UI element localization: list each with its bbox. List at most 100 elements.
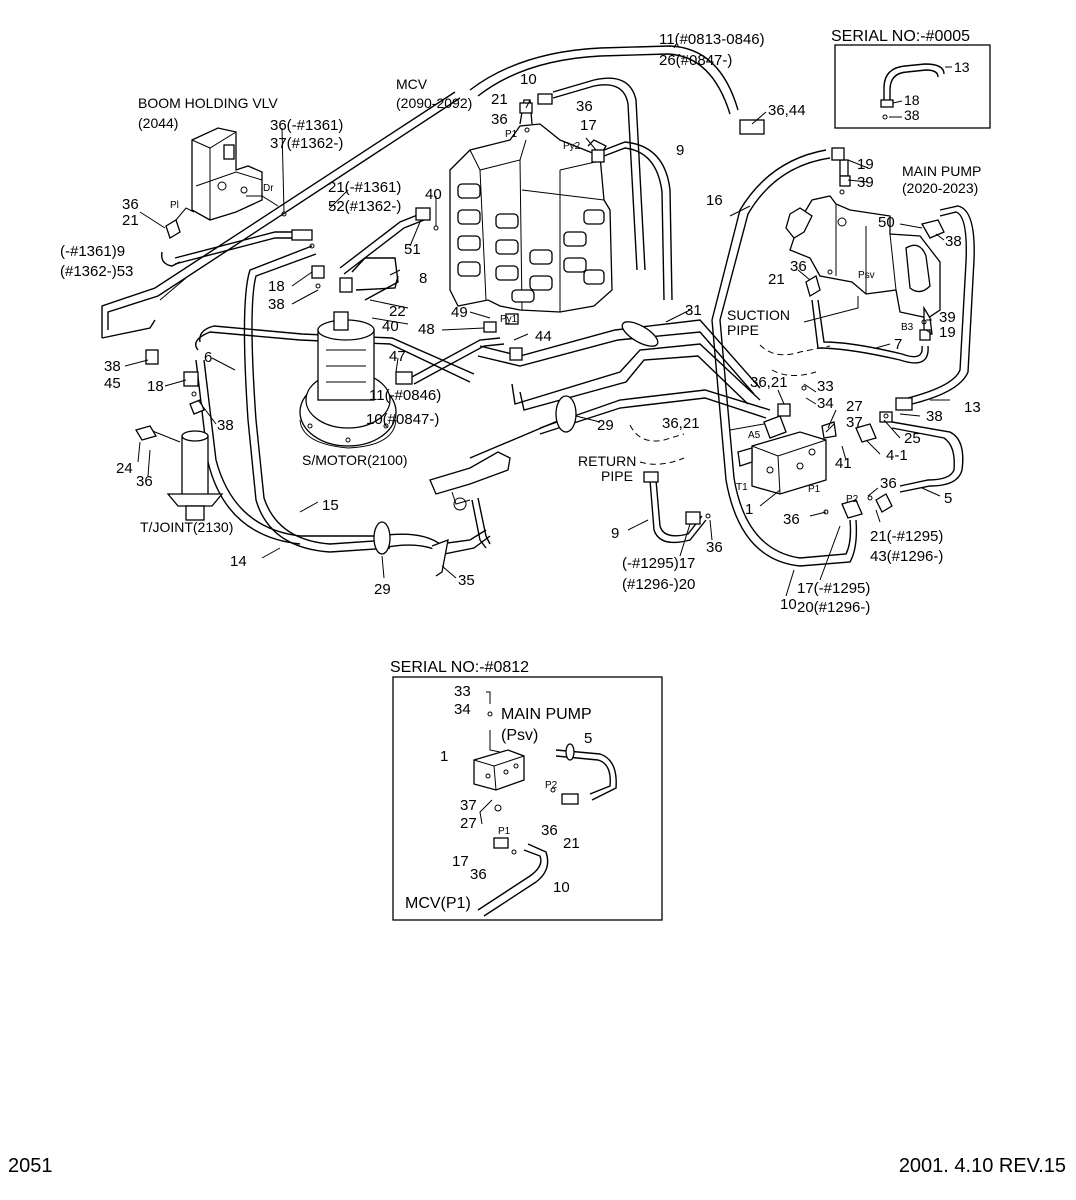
callout: 6 [204, 349, 212, 366]
suction-pipe-label-1: SUCTION [727, 307, 790, 323]
inset-hose-10 [477, 849, 542, 911]
callout: 36 [706, 539, 723, 556]
valve-block-1 [737, 415, 893, 519]
hose-11 [469, 45, 739, 111]
callout: 38 [926, 408, 943, 425]
callout: 4-1 [886, 447, 908, 464]
callout: 38 [904, 107, 920, 123]
inset-psv: (Psv) [501, 727, 538, 744]
inset-frame [834, 44, 991, 129]
callout: 11(#0813-0846) [659, 31, 765, 48]
port-label: Psv [858, 270, 875, 281]
callout: 17(-#1295) [797, 580, 870, 597]
callout: 19 [857, 156, 874, 173]
callout: 37(#1362-) [270, 135, 343, 152]
callout: 10 [553, 879, 570, 896]
callout: 36 [576, 98, 593, 115]
callout: 11(-#0846) [369, 387, 441, 404]
hose-9-return [649, 479, 707, 544]
port-label: Pl [170, 200, 179, 211]
hose-10-top [552, 77, 646, 271]
port-label: P1 [505, 129, 518, 140]
callout: 36 [491, 111, 508, 128]
callout: 43(#1296-) [870, 548, 943, 565]
callout: (-#1361)9 [60, 243, 125, 260]
callout: 9 [676, 142, 684, 159]
callout: 5 [944, 490, 952, 507]
callout: 47 [389, 348, 406, 365]
callout: 36 [470, 866, 487, 883]
callout: 40 [425, 186, 442, 203]
inset-mcv-p1: MCV(P1) [405, 895, 471, 912]
callout: 10 [780, 596, 797, 613]
callout: 31 [685, 302, 702, 319]
return-pipe-label-1: RETURN [578, 453, 636, 469]
main-pump-code: (2020-2023) [902, 180, 978, 196]
callout: 36,44 [768, 102, 806, 119]
callout: 41 [835, 455, 852, 472]
callout: 21(-#1361) [328, 179, 401, 196]
inset-serial-0005: SERIAL NO:-#0005 13 18 38 [831, 28, 991, 129]
callout: 21(-#1295) [870, 528, 943, 545]
callout: (#1362-)53 [60, 263, 133, 280]
callout: 39 [857, 174, 874, 191]
inset-title: SERIAL NO:-#0005 [831, 28, 970, 45]
callout: 16 [706, 192, 723, 209]
turning-joint [135, 399, 224, 521]
callout: 13 [954, 59, 970, 75]
callout: 26(#0847-) [659, 52, 732, 69]
callout: 44 [535, 328, 552, 345]
inset-hose-5 [555, 755, 611, 795]
revision-label: 2001. 4.10 REV.15 [899, 1155, 1066, 1177]
callout: 18 [147, 378, 164, 395]
hose-10-right [711, 319, 858, 567]
callout: 34 [454, 701, 471, 718]
hose-8 [351, 257, 399, 301]
callout: 36,21 [662, 415, 700, 432]
callout: 34 [817, 395, 834, 412]
page-number: 2051 [8, 1155, 53, 1177]
port-label: P1 [808, 484, 821, 495]
hose-51 [339, 213, 421, 269]
hose-13 [911, 205, 975, 405]
callout: 29 [597, 417, 614, 434]
callout: 10(#0847-) [366, 411, 439, 428]
callout: 33 [454, 683, 471, 700]
hose-routes [101, 45, 975, 567]
callout: 15 [322, 497, 339, 514]
main-pump-label: MAIN PUMP [902, 163, 981, 179]
callout: 18 [268, 278, 285, 295]
inset-main-pump: MAIN PUMP [501, 706, 592, 723]
callout: 35 [458, 572, 475, 589]
port-label: Dr [263, 183, 274, 194]
callout: 19 [939, 324, 956, 341]
leader-lines [124, 43, 950, 597]
callout: 38 [217, 417, 234, 434]
callout: 36 [783, 511, 800, 528]
mcv-code: (2090-2092) [396, 95, 472, 111]
callout: 10 [520, 71, 537, 88]
callout: 36 [136, 473, 153, 490]
port-label: A5 [748, 430, 761, 441]
inset-serial-0812: SERIAL NO:-#0812 MAIN PUMP (Psv) P2 P1 3… [390, 659, 663, 921]
pipe-bundle-31 [479, 319, 761, 389]
callout: 45 [104, 375, 121, 392]
callout: 36(-#1361) [270, 117, 343, 134]
callout: 21 [491, 91, 508, 108]
boom-holding-vlv-label: BOOM HOLDING VLV [138, 95, 278, 111]
callout: 1 [745, 501, 753, 518]
callout: 52(#1362-) [328, 198, 401, 215]
hose-5 [891, 421, 964, 493]
callout: 36 [541, 822, 558, 839]
hose-16 [711, 149, 827, 321]
boom-holding-vlv-code: (2044) [138, 115, 178, 131]
callout: 27 [460, 815, 477, 832]
hose-return [539, 389, 771, 429]
port-label: P2 [846, 494, 859, 505]
callout: 17 [580, 117, 597, 134]
port-label: Py2 [563, 141, 581, 152]
callout: 50 [878, 214, 895, 231]
callout: 49 [451, 304, 468, 321]
